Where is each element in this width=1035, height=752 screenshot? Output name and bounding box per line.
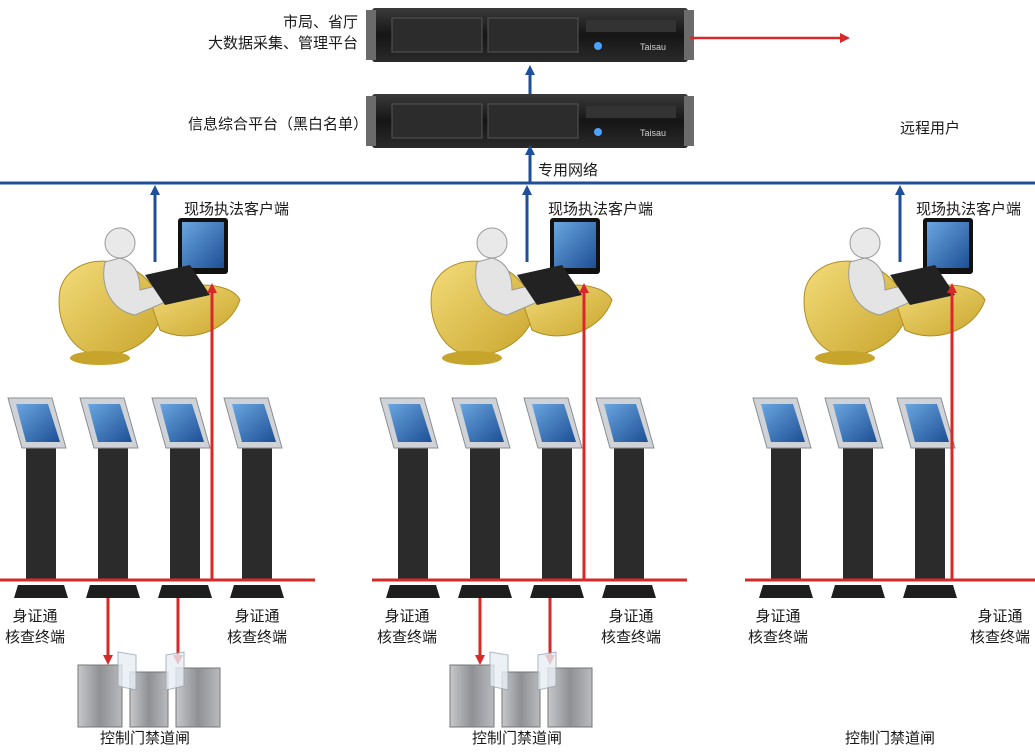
terminal-label-g3-right-2: 核查终端 bbox=[969, 628, 1030, 646]
kiosk-1 bbox=[379, 397, 440, 598]
terminal-label-g2-left-2: 核查终端 bbox=[376, 628, 437, 646]
client-label-3: 现场执法客户端 bbox=[916, 200, 1022, 218]
top-server-label-2: 大数据采集、管理平台 bbox=[207, 34, 358, 52]
chair-base-icon bbox=[442, 351, 502, 365]
kiosk-stand-icon bbox=[98, 440, 128, 580]
kiosk-screen-icon bbox=[160, 404, 204, 442]
chair-base-icon bbox=[815, 351, 875, 365]
kiosk-1 bbox=[752, 397, 813, 598]
person-head-icon bbox=[104, 227, 136, 259]
kiosk-screen-icon bbox=[905, 404, 949, 442]
person-head-icon bbox=[476, 227, 508, 259]
terminal-label-g1-left-1: 身证通 bbox=[12, 607, 58, 625]
kiosk-base-icon bbox=[759, 585, 813, 598]
gate-pillar-icon bbox=[77, 664, 123, 728]
gate-turnstile-icon bbox=[77, 651, 221, 728]
terminal-label-g1-right-1: 身证通 bbox=[234, 607, 280, 625]
chair-base-icon bbox=[70, 351, 130, 365]
kiosk-base-icon bbox=[14, 585, 68, 598]
kiosk-screen-icon bbox=[604, 404, 648, 442]
remote-user-label: 远程用户 bbox=[900, 119, 961, 137]
kiosk-4 bbox=[595, 397, 656, 598]
kiosk-screen-icon bbox=[460, 404, 504, 442]
kiosk-base-icon bbox=[530, 585, 584, 598]
server-middle: Taisau bbox=[366, 94, 694, 148]
kiosk-base-icon bbox=[230, 585, 284, 598]
kiosk-screen-icon bbox=[232, 404, 276, 442]
group-3 bbox=[745, 185, 1035, 598]
kiosk-base-icon bbox=[386, 585, 440, 598]
gate-flap-icon bbox=[489, 651, 509, 691]
terminal-label-g2-right-2: 核查终端 bbox=[600, 628, 661, 646]
kiosk-3 bbox=[896, 397, 957, 598]
kiosk-stand-icon bbox=[542, 440, 572, 580]
kiosk-base-icon bbox=[158, 585, 212, 598]
kiosk-3 bbox=[523, 397, 584, 598]
kiosk-2 bbox=[79, 397, 140, 598]
gate-label-g2: 控制门禁道闸 bbox=[472, 729, 563, 747]
monitor-screen-icon bbox=[182, 222, 224, 268]
client-label-1: 现场执法客户端 bbox=[184, 200, 290, 218]
kiosk-base-icon bbox=[602, 585, 656, 598]
kiosk-stand-icon bbox=[170, 440, 200, 580]
kiosk-stand-icon bbox=[614, 440, 644, 580]
client-label-2: 现场执法客户端 bbox=[548, 200, 654, 218]
kiosk-base-icon bbox=[458, 585, 512, 598]
terminal-label-g2-right-1: 身证通 bbox=[608, 607, 654, 625]
gate-flap-icon bbox=[537, 651, 557, 691]
terminal-label-g3-left-1: 身证通 bbox=[755, 607, 801, 625]
kiosk-screen-icon bbox=[833, 404, 877, 442]
kiosk-1 bbox=[7, 397, 68, 598]
gate-label-g1: 控制门禁道闸 bbox=[100, 729, 191, 747]
server-middle-brand: Taisau bbox=[640, 128, 666, 138]
top-server-label-1: 市局、省厅 bbox=[282, 13, 358, 31]
kiosk-stand-icon bbox=[843, 440, 873, 580]
kiosk-screen-icon bbox=[88, 404, 132, 442]
kiosk-base-icon bbox=[831, 585, 885, 598]
terminal-label-g1-right-2: 核查终端 bbox=[226, 628, 287, 646]
kiosk-stand-icon bbox=[242, 440, 272, 580]
gate-pillar-icon bbox=[449, 664, 495, 728]
server-top: Taisau bbox=[366, 8, 694, 62]
kiosk-2 bbox=[451, 397, 512, 598]
kiosk-stand-icon bbox=[26, 440, 56, 580]
group-2 bbox=[372, 185, 687, 728]
terminal-label-g3-right-1: 身证通 bbox=[977, 607, 1023, 625]
monitor-screen-icon bbox=[554, 222, 596, 268]
kiosk-screen-icon bbox=[761, 404, 805, 442]
kiosk-4 bbox=[223, 397, 284, 598]
kiosk-screen-icon bbox=[16, 404, 60, 442]
server-top-brand: Taisau bbox=[640, 42, 666, 52]
keyboard-icon bbox=[145, 265, 210, 305]
keyboard-icon bbox=[517, 265, 582, 305]
kiosk-screen-icon bbox=[388, 404, 432, 442]
kiosk-3 bbox=[151, 397, 212, 598]
kiosk-stand-icon bbox=[470, 440, 500, 580]
gate-flap-icon bbox=[117, 651, 137, 691]
keyboard-icon bbox=[890, 265, 955, 305]
kiosk-base-icon bbox=[903, 585, 957, 598]
monitor-screen-icon bbox=[927, 222, 969, 268]
kiosk-stand-icon bbox=[771, 440, 801, 580]
terminal-label-g2-left-1: 身证通 bbox=[384, 607, 430, 625]
middle-server-label: 信息综合平台（黑白名单） bbox=[187, 115, 368, 133]
kiosk-stand-icon bbox=[398, 440, 428, 580]
terminal-label-g3-left-2: 核查终端 bbox=[747, 628, 808, 646]
kiosk-base-icon bbox=[86, 585, 140, 598]
kiosk-2 bbox=[824, 397, 885, 598]
kiosk-stand-icon bbox=[915, 440, 945, 580]
terminal-label-g1-left-2: 核查终端 bbox=[4, 628, 65, 646]
group-1 bbox=[0, 185, 315, 728]
gate-flap-icon bbox=[165, 651, 185, 691]
network-label: 专用网络 bbox=[538, 161, 599, 179]
gate-turnstile-icon bbox=[449, 651, 593, 728]
gate-label-g3: 控制门禁道闸 bbox=[845, 729, 936, 747]
terminal-groups bbox=[0, 185, 1035, 728]
kiosk-screen-icon bbox=[532, 404, 576, 442]
person-head-icon bbox=[849, 227, 881, 259]
